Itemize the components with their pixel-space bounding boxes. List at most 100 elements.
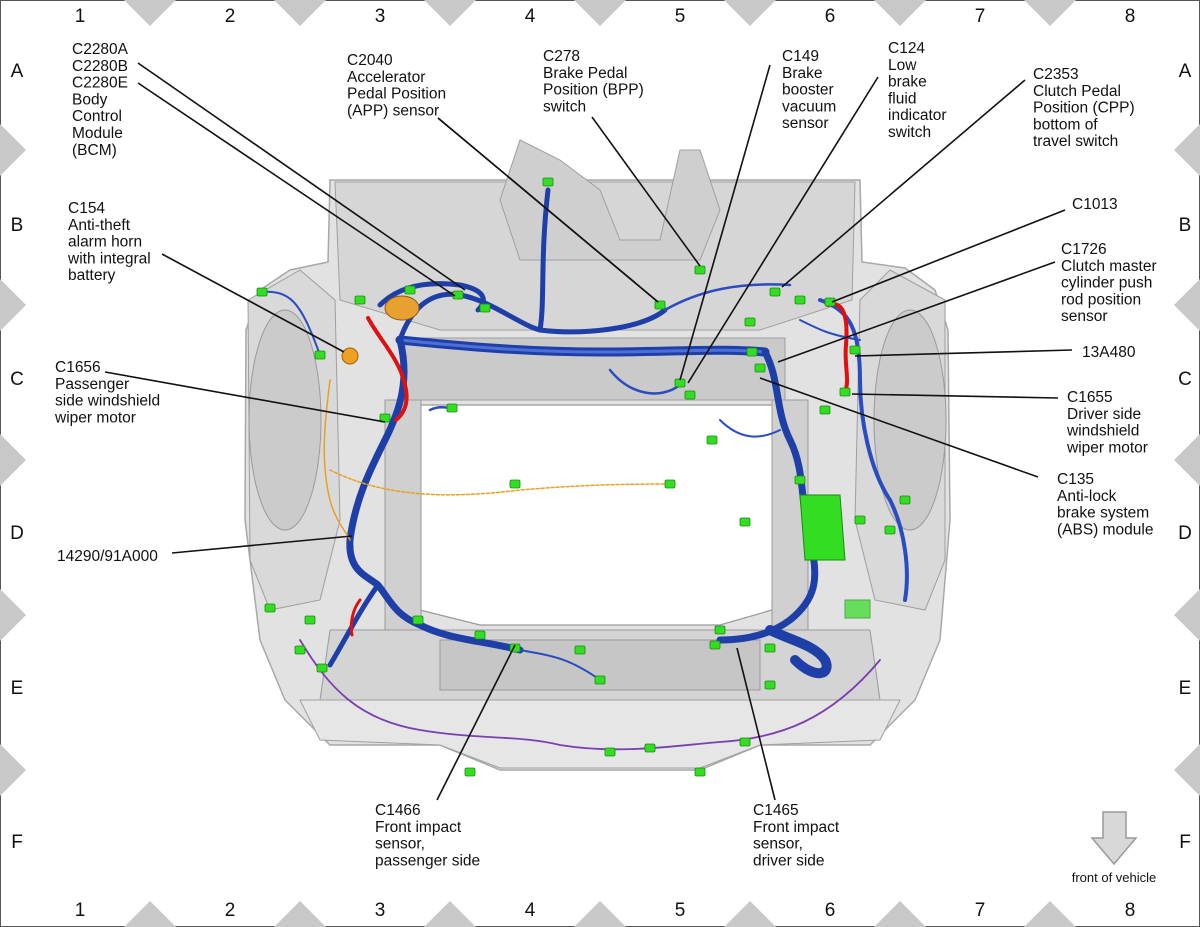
- callout-c1656-line-2: side windshield: [55, 393, 160, 410]
- callout-c2353-line-3: bottom of: [1033, 116, 1098, 133]
- connector-16: [824, 297, 836, 307]
- leader-c1655: [851, 393, 1059, 399]
- connector-15: [754, 363, 766, 373]
- connector-36: [604, 747, 616, 757]
- grid-marker-top-4: [724, 0, 776, 26]
- grid-marker-bottom-6: [1024, 901, 1076, 927]
- col-label-bottom-6: 6: [825, 900, 836, 921]
- row-label-right-b: B: [1179, 215, 1192, 236]
- callout-c124-line-0: C124: [888, 40, 925, 57]
- fuse-box-right: [844, 599, 871, 619]
- grid-marker-bottom-1: [274, 901, 326, 927]
- callout-c1656-line-3: wiper motor: [54, 409, 136, 426]
- callout-c124-line-3: fluid: [888, 90, 916, 107]
- harness-thin-2: [608, 368, 682, 395]
- connector-37: [739, 737, 751, 747]
- callout-c1726-line-4: sensor: [1061, 308, 1108, 325]
- connector-1: [694, 265, 706, 275]
- callout-c124-line-2: brake: [888, 74, 927, 91]
- grid-labels: 1 2 3 4 5 6 7 8 1 2 3 4 5 6 7 8 A B C D …: [10, 6, 1192, 921]
- callout-c1656-line-0: C1656: [55, 359, 101, 376]
- col-label-bottom-5: 5: [675, 900, 686, 921]
- col-label-bottom-3: 3: [375, 900, 386, 921]
- connector-42: [764, 680, 776, 690]
- callout-c1013-line-0: C1013: [1072, 196, 1118, 213]
- col-label-bottom-4: 4: [525, 900, 536, 921]
- leader-c1656: [104, 371, 386, 423]
- callout-c154-line-3: with integral: [67, 250, 151, 267]
- engine-bay-opening: [419, 404, 776, 626]
- connector-26: [264, 603, 276, 613]
- connector-0: [542, 177, 554, 187]
- callout-c2040-line-3: (APP) sensor: [347, 102, 439, 119]
- connector-7: [404, 285, 416, 295]
- row-label-right-f: F: [1179, 832, 1191, 853]
- callout-c149-line-0: C149: [782, 48, 819, 65]
- harness-right-outer: [818, 298, 909, 602]
- callout-13a480-line-0: 13A480: [1082, 344, 1136, 361]
- callout-c2353-line-0: C2353: [1033, 66, 1079, 83]
- connector-33: [709, 640, 721, 650]
- leader-14290: [171, 535, 353, 554]
- leader-c278: [591, 116, 701, 267]
- callout-c2280-line-1: C2280B: [72, 58, 128, 75]
- callout-c1726-line-2: cylinder push: [1061, 275, 1152, 292]
- callout-c1465-line-0: C1465: [753, 802, 799, 819]
- bumper-beam: [299, 699, 901, 769]
- callout-c2280-line-3: Body: [72, 91, 108, 108]
- callout-c154-line-2: alarm horn: [68, 234, 142, 251]
- callout-c1655-line-1: Driver side: [1067, 406, 1141, 423]
- callout-c135-line-1: Anti-lock: [1057, 488, 1117, 505]
- connector-22: [794, 475, 806, 485]
- callout-c2353-line-4: travel switch: [1033, 133, 1118, 150]
- connector-5: [479, 303, 491, 313]
- callout-c149-line-1: Brake: [782, 65, 823, 82]
- callout-c154-line-0: C154: [68, 200, 105, 217]
- grid-marker-right-1: [1174, 279, 1200, 331]
- grid-marker-right-2: [1174, 434, 1200, 486]
- leader-c135: [759, 377, 1039, 478]
- callout-c2353-line-2: Position (CPP): [1033, 100, 1135, 117]
- callout-14290: 14290/91A000: [57, 548, 158, 565]
- leader-c2353: [781, 79, 1026, 288]
- leader-c149: [679, 64, 771, 381]
- callout-c124-line-4: indicator: [888, 107, 947, 124]
- leader-c1465: [736, 647, 776, 801]
- connector-23: [706, 435, 718, 445]
- col-label-top-8: 8: [1125, 6, 1136, 27]
- grid-marker-right-3: [1174, 589, 1200, 641]
- connector-44: [412, 615, 424, 625]
- leader-c124: [687, 76, 879, 384]
- leader-lines: [104, 62, 1073, 801]
- connector-17: [849, 345, 861, 355]
- grid-marker-top-2: [424, 0, 476, 26]
- connector-46: [744, 317, 756, 327]
- callout-c278-line-2: Position (BPP): [543, 82, 644, 99]
- callout-c1466-line-2: sensor,: [375, 836, 425, 853]
- connector-31: [594, 675, 606, 685]
- front-of-vehicle-label: front of vehicle: [1072, 870, 1157, 885]
- connector-12: [674, 378, 686, 388]
- col-label-top-7: 7: [975, 6, 986, 27]
- leader-c2280b: [137, 82, 456, 297]
- harness-thin-4: [799, 319, 861, 341]
- connector-43: [574, 645, 586, 655]
- connector-29: [474, 630, 486, 640]
- grid-marker-left-4: [0, 744, 26, 796]
- connector-41: [854, 515, 866, 525]
- components: [341, 295, 871, 619]
- row-label-right-d: D: [1178, 523, 1192, 544]
- leader-c1013: [831, 209, 1066, 303]
- connector-9: [314, 350, 326, 360]
- col-label-bottom-8: 8: [1125, 900, 1136, 921]
- red-wire-right: [826, 302, 849, 394]
- grid-marker-bottom-2: [424, 901, 476, 927]
- callout-c124-line-1: Low: [888, 57, 917, 74]
- col-label-top-6: 6: [825, 6, 836, 27]
